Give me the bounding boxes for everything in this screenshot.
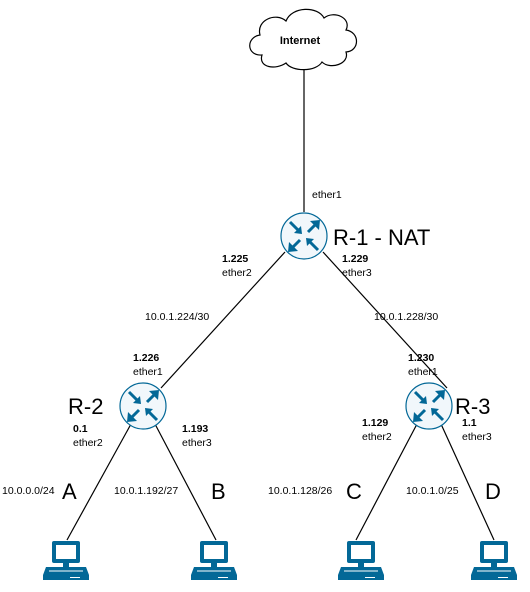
- r1-ether3-name: ether3: [342, 267, 372, 279]
- r2-ether1-name: ether1: [133, 366, 163, 378]
- pc-a-icon: [42, 540, 90, 581]
- link-r1-r3-network: 10.0.1.228/30: [374, 311, 438, 323]
- subnet-d-letter: D: [485, 479, 501, 504]
- r3-ether3-name: ether3: [462, 431, 492, 443]
- subnet-b-network: 10.0.1.192/27: [114, 485, 178, 497]
- link-r1-r3: [322, 251, 448, 389]
- link-r1-r2-network: 10.0.1.224/30: [145, 311, 209, 323]
- link-r3-pc-c: [355, 423, 418, 541]
- link-r2-pc-b: [154, 423, 217, 541]
- router-r3-name: R-3: [455, 394, 490, 419]
- cloud-label: Internet: [280, 35, 321, 47]
- r2-ether3-addr: 1.193: [182, 423, 208, 435]
- r2-ether2-name: ether2: [73, 437, 103, 449]
- r2-ether2-addr: 0.1: [73, 423, 88, 435]
- pc-d-icon: [470, 540, 518, 581]
- r1-ether2-addr: 1.225: [222, 253, 248, 265]
- r3-ether3-addr: 1.1: [462, 417, 477, 429]
- subnet-b-letter: B: [211, 479, 226, 504]
- r3-ether1-name: ether1: [408, 366, 438, 378]
- router-r2-icon: [118, 381, 168, 431]
- r1-ether1-name: ether1: [312, 189, 342, 201]
- pc-c-icon: [337, 540, 385, 581]
- router-r2-name: R-2: [68, 394, 103, 419]
- r2-ether3-name: ether3: [182, 437, 212, 449]
- r2-ether1-addr: 1.226: [133, 352, 159, 364]
- link-r1-r2: [160, 251, 286, 389]
- subnet-d-network: 10.0.1.0/25: [406, 485, 459, 497]
- r1-ether3-addr: 1.229: [342, 253, 368, 265]
- r3-ether1-addr: 1.230: [408, 352, 434, 364]
- pc-b-icon: [190, 540, 238, 581]
- r1-ether2-name: ether2: [222, 267, 252, 279]
- subnet-c-letter: C: [346, 479, 362, 504]
- r3-ether2-name: ether2: [362, 431, 392, 443]
- link-r2-pc-a: [66, 423, 132, 541]
- router-r1-name: R-1 - NAT: [333, 225, 430, 250]
- subnet-c-network: 10.0.1.128/26: [268, 485, 332, 497]
- router-r1-icon: [279, 211, 329, 261]
- subnet-a-network: 10.0.0.0/24: [2, 485, 55, 497]
- r3-ether2-addr: 1.129: [362, 417, 388, 429]
- router-r3-icon: [404, 381, 454, 431]
- link-r3-pc-d: [440, 423, 495, 541]
- subnet-a-letter: A: [62, 479, 77, 504]
- cloud-icon: [249, 8, 358, 71]
